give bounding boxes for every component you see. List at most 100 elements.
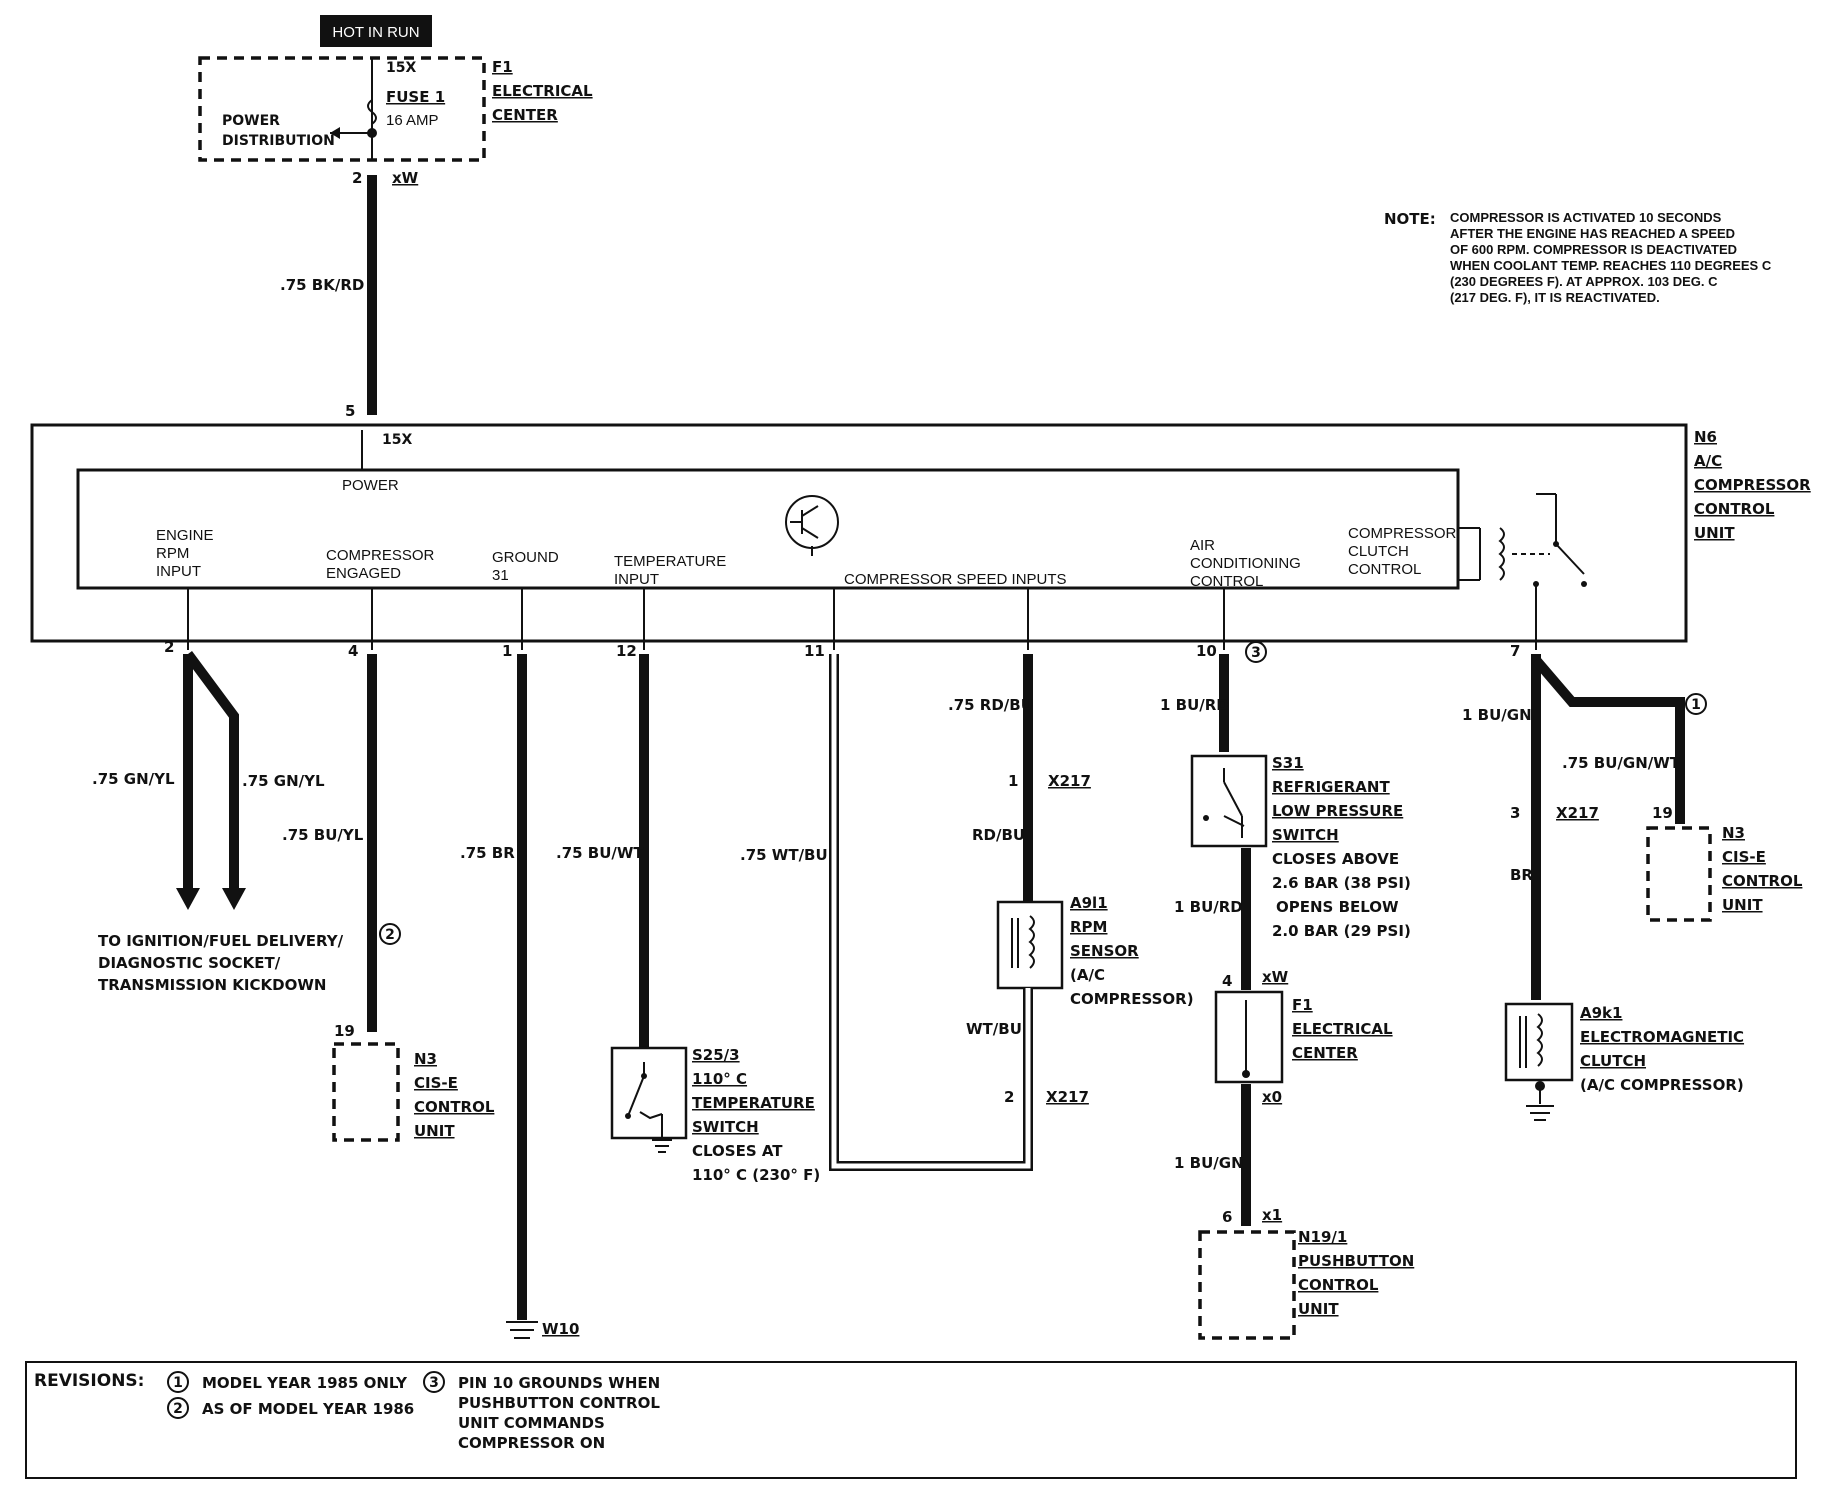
in-engine-rpm-1: ENGINE — [156, 527, 214, 544]
callout-1: 1 — [1691, 697, 1701, 713]
s25-l3: SWITCH — [692, 1118, 759, 1136]
pin-4: 4 — [348, 642, 358, 660]
x217-name-b: X217 — [1046, 1088, 1089, 1106]
wire-buyl-label: .75 BU/YL — [282, 826, 364, 844]
module-code: N6 — [1694, 428, 1717, 446]
f1b-l2: CENTER — [1292, 1044, 1358, 1062]
rev-callout-2: 2 — [173, 1401, 183, 1417]
wire-bugnwt-label: .75 BU/GN/WT — [1562, 754, 1681, 772]
a9k1-code: A9k1 — [1580, 1004, 1622, 1022]
arrow-down-icon — [176, 888, 246, 910]
a9l1-l2: SENSOR — [1070, 942, 1139, 960]
n3-right-pin: 19 — [1652, 804, 1673, 822]
rev-callout-3-icon — [423, 1371, 445, 1393]
relay-coil-icon — [1498, 527, 1505, 581]
a9k1-l2: CLUTCH — [1580, 1052, 1646, 1070]
revision-3-l4: COMPRESSOR ON — [458, 1434, 605, 1452]
wire-wtbu-label: .75 WT/BU — [740, 846, 828, 864]
to-ignition-3: TRANSMISSION KICKDOWN — [98, 976, 326, 994]
power-distribution-1: POWER — [222, 113, 280, 129]
f1b-x0: x0 — [1262, 1088, 1282, 1106]
f1-code: F1 — [492, 58, 513, 76]
f1b-code: F1 — [1292, 996, 1313, 1014]
note-head: NOTE: — [1384, 210, 1436, 228]
s25-ground-icon — [652, 1114, 672, 1153]
a9k1-coil-icon — [1536, 1013, 1543, 1067]
power-distribution-2: DISTRIBUTION — [222, 133, 335, 149]
n19-l1: PUSHBUTTON — [1298, 1252, 1414, 1270]
arrow-left-icon — [330, 127, 340, 139]
wire-br2-label: BR — [1510, 866, 1533, 884]
s25-switch-box — [610, 1046, 688, 1140]
wire-rdbu2-label: RD/BU — [972, 826, 1025, 844]
a9k1-ground-icon — [1526, 1086, 1554, 1121]
in-engine-rpm-2: RPM — [156, 545, 189, 562]
wire-burd2-label: 1 BU/RD — [1174, 898, 1243, 916]
revision-3-l3: UNIT COMMANDS — [458, 1414, 605, 1432]
n3-right-l3: UNIT — [1722, 896, 1763, 914]
s31-switch-box — [1190, 754, 1268, 848]
module-name2: COMPRESSOR — [1694, 476, 1811, 494]
f1-line2: CENTER — [492, 106, 558, 124]
in-temp-2: INPUT — [614, 571, 659, 588]
wire-buwt-label: .75 BU/WT — [556, 844, 644, 862]
a9l1-l3: (A/C — [1070, 966, 1105, 984]
wire-wtbu-inner — [831, 654, 1031, 1169]
in-clutch-1: COMPRESSOR — [1348, 525, 1457, 542]
hot-in-run-label: HOT IN RUN — [332, 24, 419, 41]
f1b-l1: ELECTRICAL — [1292, 1020, 1393, 1038]
x217-name-a: X217 — [1048, 772, 1091, 790]
wire-gnyl-b-label: .75 GN/YL — [242, 772, 325, 790]
wire-gnyl-a-label: .75 GN/YL — [92, 770, 175, 788]
wire-rdbu-label: .75 RD/BU — [948, 696, 1033, 714]
hot-in-run-badge — [320, 15, 432, 47]
wire-br-label: .75 BR — [460, 844, 515, 862]
fuse-icon — [367, 99, 377, 125]
fuse-box-outline — [198, 56, 486, 162]
in-ac-1: AIR — [1190, 537, 1215, 554]
in-temp-1: TEMPERATURE — [614, 553, 726, 570]
f1b-xw: xW — [1262, 968, 1289, 986]
in-comp-engaged-2: ENGAGED — [326, 565, 401, 582]
callout-2-icon — [379, 923, 401, 945]
ground-w10-label: W10 — [542, 1320, 579, 1338]
pin-12: 12 — [616, 642, 637, 660]
s31-l3: SWITCH — [1272, 826, 1339, 844]
s25-contact-top — [641, 1073, 647, 1079]
revisions-box — [25, 1361, 1797, 1479]
wire-bugnwt — [1532, 656, 1685, 824]
a9l1-code: A9l1 — [1070, 894, 1108, 912]
module-name4: UNIT — [1694, 524, 1735, 542]
n3-right-box — [1646, 826, 1712, 922]
s31-code: S31 — [1272, 754, 1304, 772]
s31-contact — [1203, 815, 1209, 821]
n19-pin: 6 — [1222, 1208, 1232, 1226]
n3-left-l1: CIS-E — [414, 1074, 458, 1092]
s25-l2: TEMPERATURE — [692, 1094, 815, 1112]
x217-pin1: 1 — [1008, 772, 1018, 790]
note-line-2: AFTER THE ENGINE HAS REACHED A SPEED — [1450, 226, 1735, 241]
module-outer-box — [30, 423, 1688, 643]
module-power-label: POWER — [342, 477, 399, 494]
a9k1-l3: (A/C COMPRESSOR) — [1580, 1076, 1744, 1094]
s31-l4: CLOSES ABOVE — [1272, 850, 1399, 868]
wire-bugn2-label: 1 BU/GN — [1462, 706, 1532, 724]
rev-callout-2-icon — [167, 1397, 189, 1419]
note-line-4: WHEN COOLANT TEMP. REACHES 110 DEGREES C — [1450, 258, 1772, 273]
x217-pin3: 3 — [1510, 804, 1520, 822]
s25-code: S25/3 — [692, 1046, 740, 1064]
in-comp-engaged-1: COMPRESSOR — [326, 547, 435, 564]
wire-wtbu2-label: WT/BU — [966, 1020, 1022, 1038]
to-ignition-1: TO IGNITION/FUEL DELIVERY/ — [98, 932, 344, 950]
relay-coil-leads — [1458, 527, 1481, 581]
fuse-terminal: 15X — [386, 60, 416, 76]
x217-pin2: 2 — [1004, 1088, 1014, 1106]
x217-name-c: X217 — [1556, 804, 1599, 822]
note-line-5: (230 DEGREES F). AT APPROX. 103 DEG. C — [1450, 274, 1718, 289]
pin-1: 1 — [502, 642, 512, 660]
a9l1-sensor-box — [996, 900, 1064, 990]
revision-3-l1: PIN 10 GROUNDS WHEN — [458, 1374, 660, 1392]
s31-l2: LOW PRESSURE — [1272, 802, 1403, 820]
rev-callout-3: 3 — [429, 1375, 439, 1391]
note-line-6: (217 DEG. F), IT IS REACTIVATED. — [1450, 290, 1660, 305]
